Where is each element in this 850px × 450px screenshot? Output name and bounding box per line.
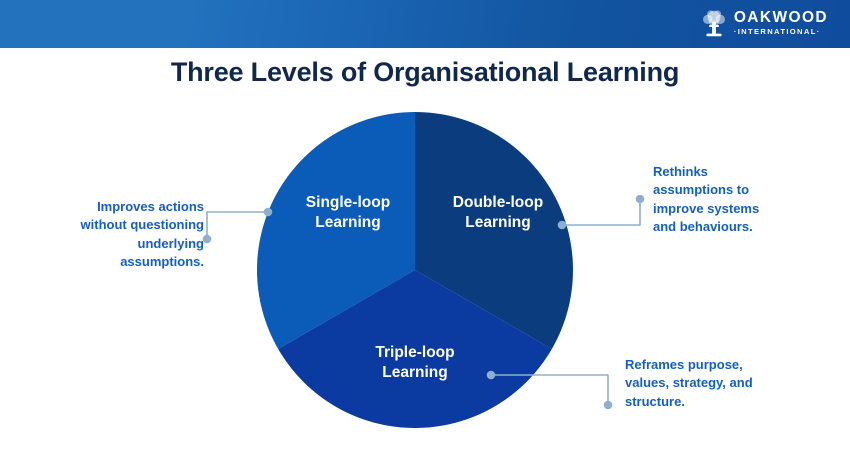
pie-slice[interactable] <box>257 112 415 349</box>
connector-group <box>202 194 645 410</box>
connector-single-loop-dot <box>202 234 212 244</box>
connector-triple-loop <box>490 374 609 406</box>
brand-logo: OAKWOOD ·INTERNATIONAL· <box>701 9 828 37</box>
pie-slice[interactable] <box>278 270 552 428</box>
connector-double-loop-dot <box>557 220 567 230</box>
connector-single-loop-dot <box>263 207 273 217</box>
callout-note-single-loop: Improves actions without questioning und… <box>80 199 204 270</box>
connector-triple-loop-dot <box>603 400 613 410</box>
connector-single-loop <box>206 211 269 240</box>
header-bar: OAKWOOD ·INTERNATIONAL· <box>0 0 850 48</box>
brand-wordmark: OAKWOOD ·INTERNATIONAL· <box>734 10 828 36</box>
page-title: Three Levels of Organisational Learning <box>170 57 680 87</box>
pie-slice-group <box>257 112 573 428</box>
connector-triple-loop-dot <box>486 370 496 380</box>
connector-double-loop <box>561 198 641 226</box>
connector-double-loop-dot <box>635 194 645 204</box>
brand-subtitle: ·INTERNATIONAL· <box>733 27 821 37</box>
callout-note-double-loop: Rethinks assumptions to improve systems … <box>653 164 760 235</box>
pie-slice[interactable] <box>415 112 573 349</box>
callout-note-triple-loop: Reframes purpose, values, strategy, and … <box>625 357 753 409</box>
brand-name: OAKWOOD <box>733 8 828 26</box>
tree-icon <box>702 10 725 37</box>
